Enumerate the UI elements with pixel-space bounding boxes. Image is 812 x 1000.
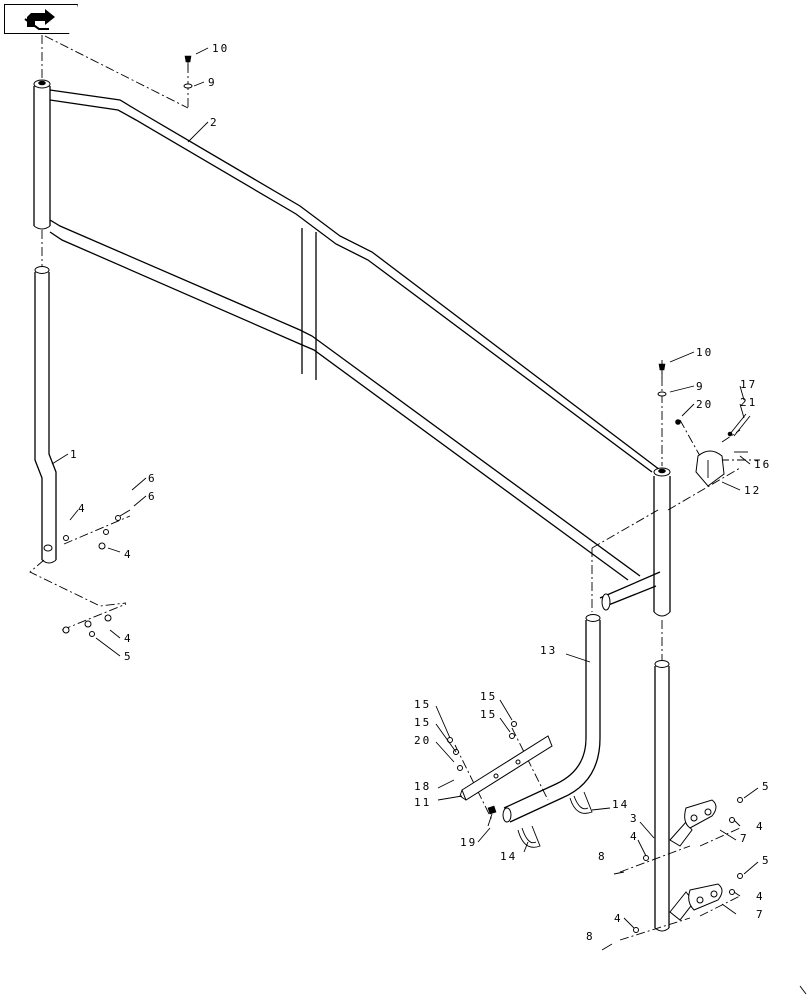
callout-15: 15 — [480, 708, 497, 721]
callout-19: 19 — [460, 836, 477, 849]
callout-8: 8 — [598, 850, 607, 863]
left-post — [34, 266, 57, 564]
callout-7: 7 — [756, 908, 765, 921]
callout-5: 5 — [762, 854, 771, 867]
callout-4: 4 — [614, 912, 623, 925]
fastener-hardware — [62, 55, 751, 951]
callout-15: 15 — [414, 698, 431, 711]
callout-12: 12 — [744, 484, 761, 497]
callout-4: 4 — [124, 548, 133, 561]
callout-16: 16 — [754, 458, 771, 471]
callout-8: 8 — [586, 930, 595, 943]
callout-labels: 10 9 2 1 6 6 4 4 4 5 10 9 20 17 21 16 12… — [70, 42, 771, 943]
upper-rail-frame — [33, 79, 671, 617]
callout-6: 6 — [148, 472, 157, 485]
callout-4: 4 — [78, 502, 87, 515]
callout-18: 18 — [414, 780, 431, 793]
callout-2: 2 — [210, 116, 219, 129]
callout-20: 20 — [696, 398, 713, 411]
back-arrow-icon — [24, 9, 55, 30]
callout-5: 5 — [124, 650, 133, 663]
callout-leaders — [51, 47, 759, 929]
callout-21: 21 — [740, 396, 757, 409]
corner-tick-mark — [799, 985, 807, 995]
callout-15: 15 — [414, 716, 431, 729]
right-lower-post — [654, 660, 695, 932]
callout-5: 5 — [762, 780, 771, 793]
u-bolts — [517, 791, 593, 848]
center-lines — [29, 35, 760, 941]
back-navigation-button[interactable] — [4, 4, 78, 34]
callout-20: 20 — [414, 734, 431, 747]
callout-17: 17 — [740, 378, 757, 391]
callout-9: 9 — [696, 380, 705, 393]
callout-4: 4 — [756, 820, 765, 833]
callout-9: 9 — [208, 76, 217, 89]
callout-7: 7 — [740, 832, 749, 845]
callout-3: 3 — [630, 812, 639, 825]
callout-4: 4 — [756, 890, 765, 903]
step-support-tube — [502, 614, 601, 823]
callout-6: 6 — [148, 490, 157, 503]
callout-14: 14 — [500, 850, 517, 863]
mounting-plates — [684, 799, 723, 911]
callout-10: 10 — [696, 346, 713, 359]
callout-1: 1 — [70, 448, 79, 461]
callout-14: 14 — [612, 798, 629, 811]
callout-4: 4 — [630, 830, 639, 843]
callout-4: 4 — [124, 632, 133, 645]
callout-10: 10 — [212, 42, 229, 55]
bracket-part-12 — [695, 450, 725, 487]
step-plate — [459, 735, 553, 801]
callout-15: 15 — [480, 690, 497, 703]
callout-11: 11 — [414, 796, 431, 809]
callout-13: 13 — [540, 644, 557, 657]
